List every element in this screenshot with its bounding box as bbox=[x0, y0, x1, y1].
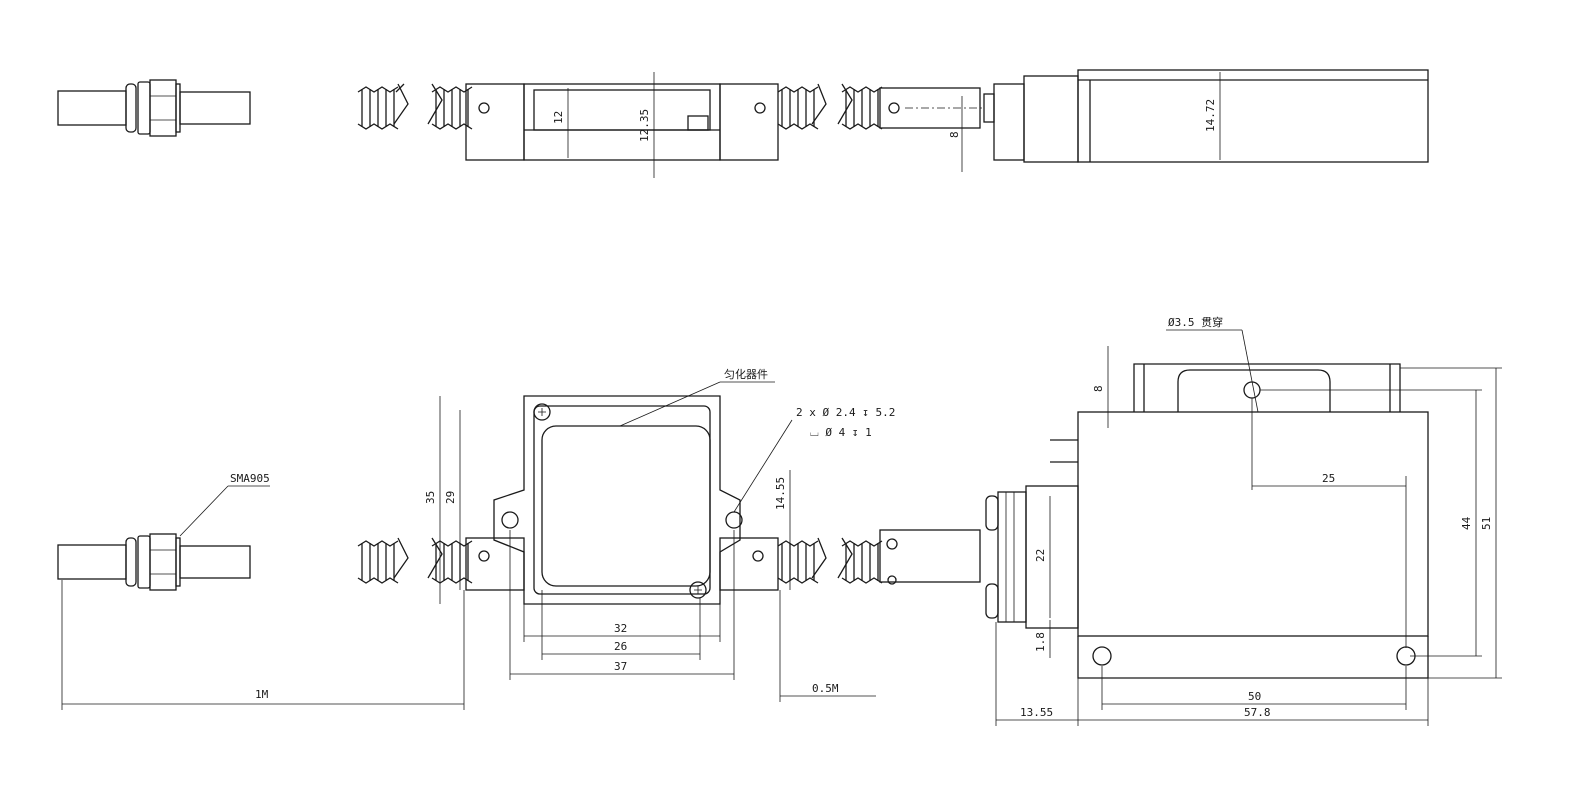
dim-32: 32 bbox=[614, 622, 627, 635]
dim-51: 51 bbox=[1480, 517, 1493, 530]
dim-37: 37 bbox=[614, 660, 627, 673]
label-hole-through: Ø3.5 贯穿 bbox=[1168, 315, 1223, 329]
dim-1455: 14.55 bbox=[774, 477, 787, 510]
dim-50: 50 bbox=[1248, 690, 1261, 703]
dim-26: 26 bbox=[614, 640, 627, 653]
dim-1m: 1M bbox=[255, 688, 269, 701]
top-left-connector bbox=[57, 79, 409, 137]
dim-top-1235: 12.35 bbox=[638, 109, 651, 142]
dim-25: 25 bbox=[1322, 472, 1335, 485]
label-counterbore-2: ⌴ Ø 4 ↧ 1 bbox=[810, 426, 872, 439]
dim-flange-8: 8 bbox=[1092, 385, 1105, 392]
top-middle-module: 12 12.35 bbox=[427, 72, 827, 178]
bottom-middle-module: 匀化器件 2 x Ø 2.4 ↧ 5.2 ⌴ Ø 4 ↧ 1 35 29 14.… bbox=[424, 367, 895, 702]
dim-35: 35 bbox=[424, 491, 437, 504]
dim-22: 22 bbox=[1034, 549, 1047, 562]
dim-44: 44 bbox=[1460, 516, 1473, 530]
dim-top-8: 8 bbox=[948, 131, 961, 138]
dim-top-1472: 14.72 bbox=[1204, 99, 1217, 132]
dim-578: 57.8 bbox=[1244, 706, 1271, 719]
label-counterbore-1: 2 x Ø 2.4 ↧ 5.2 bbox=[796, 406, 895, 419]
dim-18: 1.8 bbox=[1034, 632, 1047, 652]
dim-top-12: 12 bbox=[552, 111, 565, 124]
label-homogenizer: 匀化器件 bbox=[724, 367, 768, 381]
bottom-right-module: Ø3.5 贯穿 8 25 22 1.8 44 51 50 57.8 13.55 bbox=[837, 315, 1502, 726]
dim-29: 29 bbox=[444, 491, 457, 504]
dim-05m: 0.5M bbox=[812, 682, 839, 695]
label-sma905: SMA905 bbox=[230, 472, 270, 485]
bottom-left-connector: SMA905 1M bbox=[57, 472, 465, 710]
top-right-module: 8 14.72 bbox=[837, 69, 1429, 172]
dim-1355: 13.55 bbox=[1020, 706, 1053, 719]
